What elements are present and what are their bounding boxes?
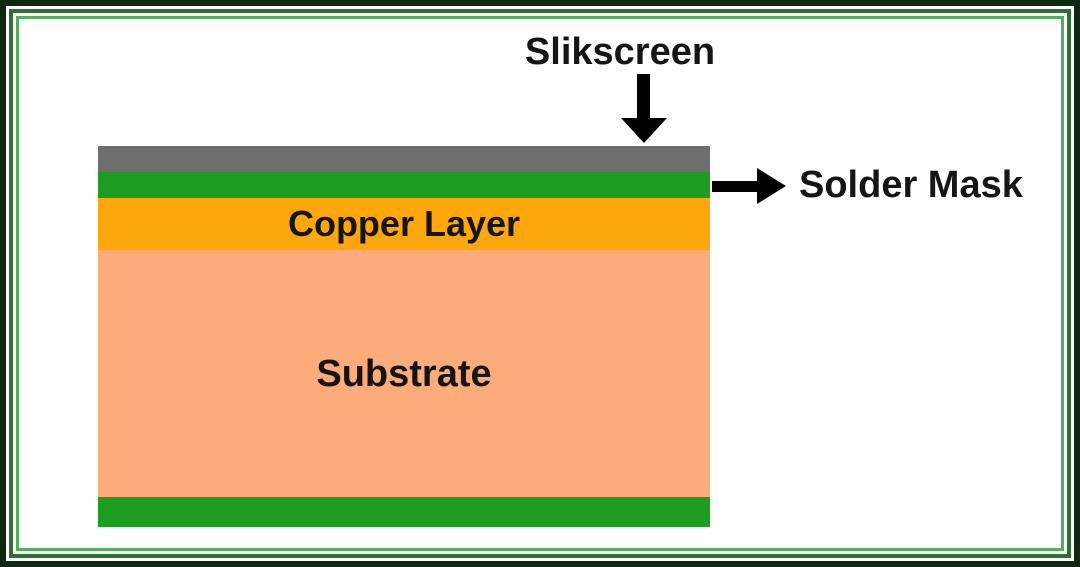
- right-arrow-head: [757, 168, 786, 204]
- silkscreen-layer: [98, 146, 710, 172]
- solder-mask-top-layer: [98, 172, 710, 198]
- pcb-stack: Copper Layer Substrate: [98, 146, 710, 527]
- substrate-layer: Substrate: [98, 250, 710, 497]
- down-arrow-head: [621, 118, 667, 143]
- right-arrow-shaft: [712, 181, 758, 192]
- silkscreen-label: Slikscreen: [524, 31, 716, 73]
- down-arrow-shaft: [637, 74, 650, 119]
- copper-layer-label: Copper Layer: [287, 203, 521, 244]
- solder-mask-bottom-layer: [98, 497, 710, 527]
- copper-layer: Copper Layer: [98, 198, 710, 250]
- solder-mask-label: Solder Mask: [799, 164, 1023, 206]
- substrate-label: Substrate: [316, 352, 492, 395]
